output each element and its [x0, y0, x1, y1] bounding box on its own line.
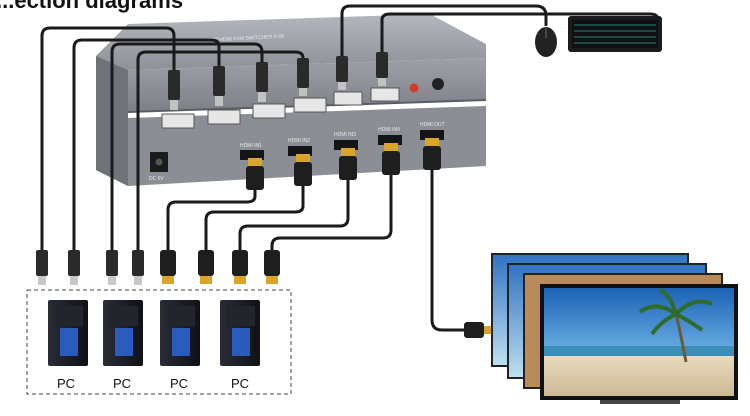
- hdmi-cable-1: [166, 190, 257, 252]
- hdmi-cables: [166, 170, 468, 332]
- hdmi-port-in2[interactable]: [288, 146, 312, 156]
- mouse-icon: [535, 27, 557, 57]
- pc-tower-2: [103, 300, 143, 366]
- hdmi-in4-label: HDMI IN4: [378, 127, 400, 133]
- pc-tower-3: [160, 300, 200, 366]
- pc-group-box: [26, 289, 292, 395]
- usb-cable-3: [110, 42, 264, 252]
- pc-2-label: PC: [113, 376, 131, 391]
- hdmi-in2-label: HDMI IN2: [288, 138, 310, 144]
- usb-cable-1: [40, 26, 176, 252]
- main-monitor: [540, 284, 738, 400]
- usb-port-keyboard[interactable]: [370, 87, 400, 102]
- pc-4-label: PC: [231, 376, 249, 391]
- pc-4-led-icon: [232, 328, 250, 356]
- pc-1-led-icon: [60, 328, 78, 356]
- usb-port-1[interactable]: [161, 113, 195, 129]
- usb-cable-4: [136, 50, 305, 252]
- hdmi-cable-4: [270, 175, 393, 252]
- usb-port-mouse[interactable]: [333, 91, 363, 106]
- switch-top-face: [96, 14, 486, 70]
- usb-port-3[interactable]: [252, 103, 286, 119]
- pc-2-led-icon: [115, 328, 133, 356]
- pc-tower-4: [220, 300, 260, 366]
- pc-3-led-icon: [172, 328, 190, 356]
- select-button[interactable]: [432, 78, 444, 90]
- usb-cables: [40, 26, 305, 252]
- hdmi-cable-3: [238, 180, 350, 252]
- mouse-cable: [340, 4, 548, 58]
- hdmi-in1-label: HDMI IN1: [240, 143, 262, 149]
- keyboard-icon: [568, 16, 662, 52]
- switch-top-label: 4 PORT HDMI KVM SWITCHER KVM: [200, 34, 285, 44]
- usb-plugs-peripherals: [336, 52, 388, 90]
- diagram-heading: ...ection diagrams: [0, 0, 183, 13]
- pc-tower-1: [48, 300, 88, 366]
- hdmi-port-out[interactable]: [420, 130, 444, 140]
- pc-3-label: PC: [170, 376, 188, 391]
- usb-plugs-switch: [168, 58, 309, 110]
- monitor-stand: [600, 400, 680, 404]
- hdmi-out-plug: [464, 322, 492, 338]
- hdmi-in3-label: HDMI IN3: [334, 132, 356, 138]
- hdmi-port-row: HDMI IN1 HDMI IN2 HDMI IN3 HDMI IN4 HDMI…: [240, 122, 445, 160]
- pc-side-hdmi-plugs: [160, 250, 280, 284]
- hdmi-cable-out: [430, 170, 468, 332]
- pc-1-label: PC: [57, 376, 75, 391]
- hdmi-cable-2: [204, 186, 305, 252]
- usb-port-4[interactable]: [293, 97, 327, 113]
- usb-port-row: [161, 78, 444, 129]
- hdmi-plugs-switch: [246, 138, 441, 190]
- usb-port-2[interactable]: [207, 109, 241, 125]
- pc-side-usb-plugs: [36, 250, 144, 285]
- hdmi-port-in1[interactable]: [240, 150, 264, 160]
- hdmi-out-label: HDMI OUT: [420, 122, 445, 128]
- hdmi-port-in4[interactable]: [378, 135, 402, 145]
- status-led-icon: [409, 83, 419, 93]
- hdmi-port-in3[interactable]: [334, 140, 358, 150]
- dc-power-label: DC 5V: [149, 176, 164, 182]
- monitor-stack: [491, 253, 738, 404]
